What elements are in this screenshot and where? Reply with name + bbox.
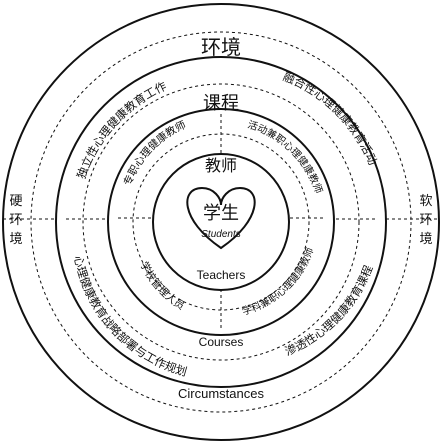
hard-env-char-1: 硬 [9,194,22,209]
environment-ring-circle [55,56,387,388]
teacher-english-label: Teachers [197,268,246,282]
hard-env-char-3: 境 [9,232,22,247]
environment-dashed-circle [82,83,360,361]
outer-boundary-circle [2,3,440,441]
environment-english-label: Circumstances [178,386,264,401]
hard-env-char-2: 环 [9,213,22,228]
environment-title: 环境 [201,35,241,59]
course-english-label: Courses [199,335,244,349]
soft-env-char-3: 境 [419,232,432,247]
soft-env-char-1: 软 [419,194,432,209]
student-title: 学生 [203,203,239,224]
heart-shape [186,186,256,250]
outer-dashed-circle [30,31,412,413]
student-english-label: Students [201,229,240,240]
course-ring-circle [107,108,335,336]
teacher-title: 教师 [205,156,237,175]
course-title: 课程 [203,93,239,114]
soft-env-char-2: 环 [419,213,432,228]
